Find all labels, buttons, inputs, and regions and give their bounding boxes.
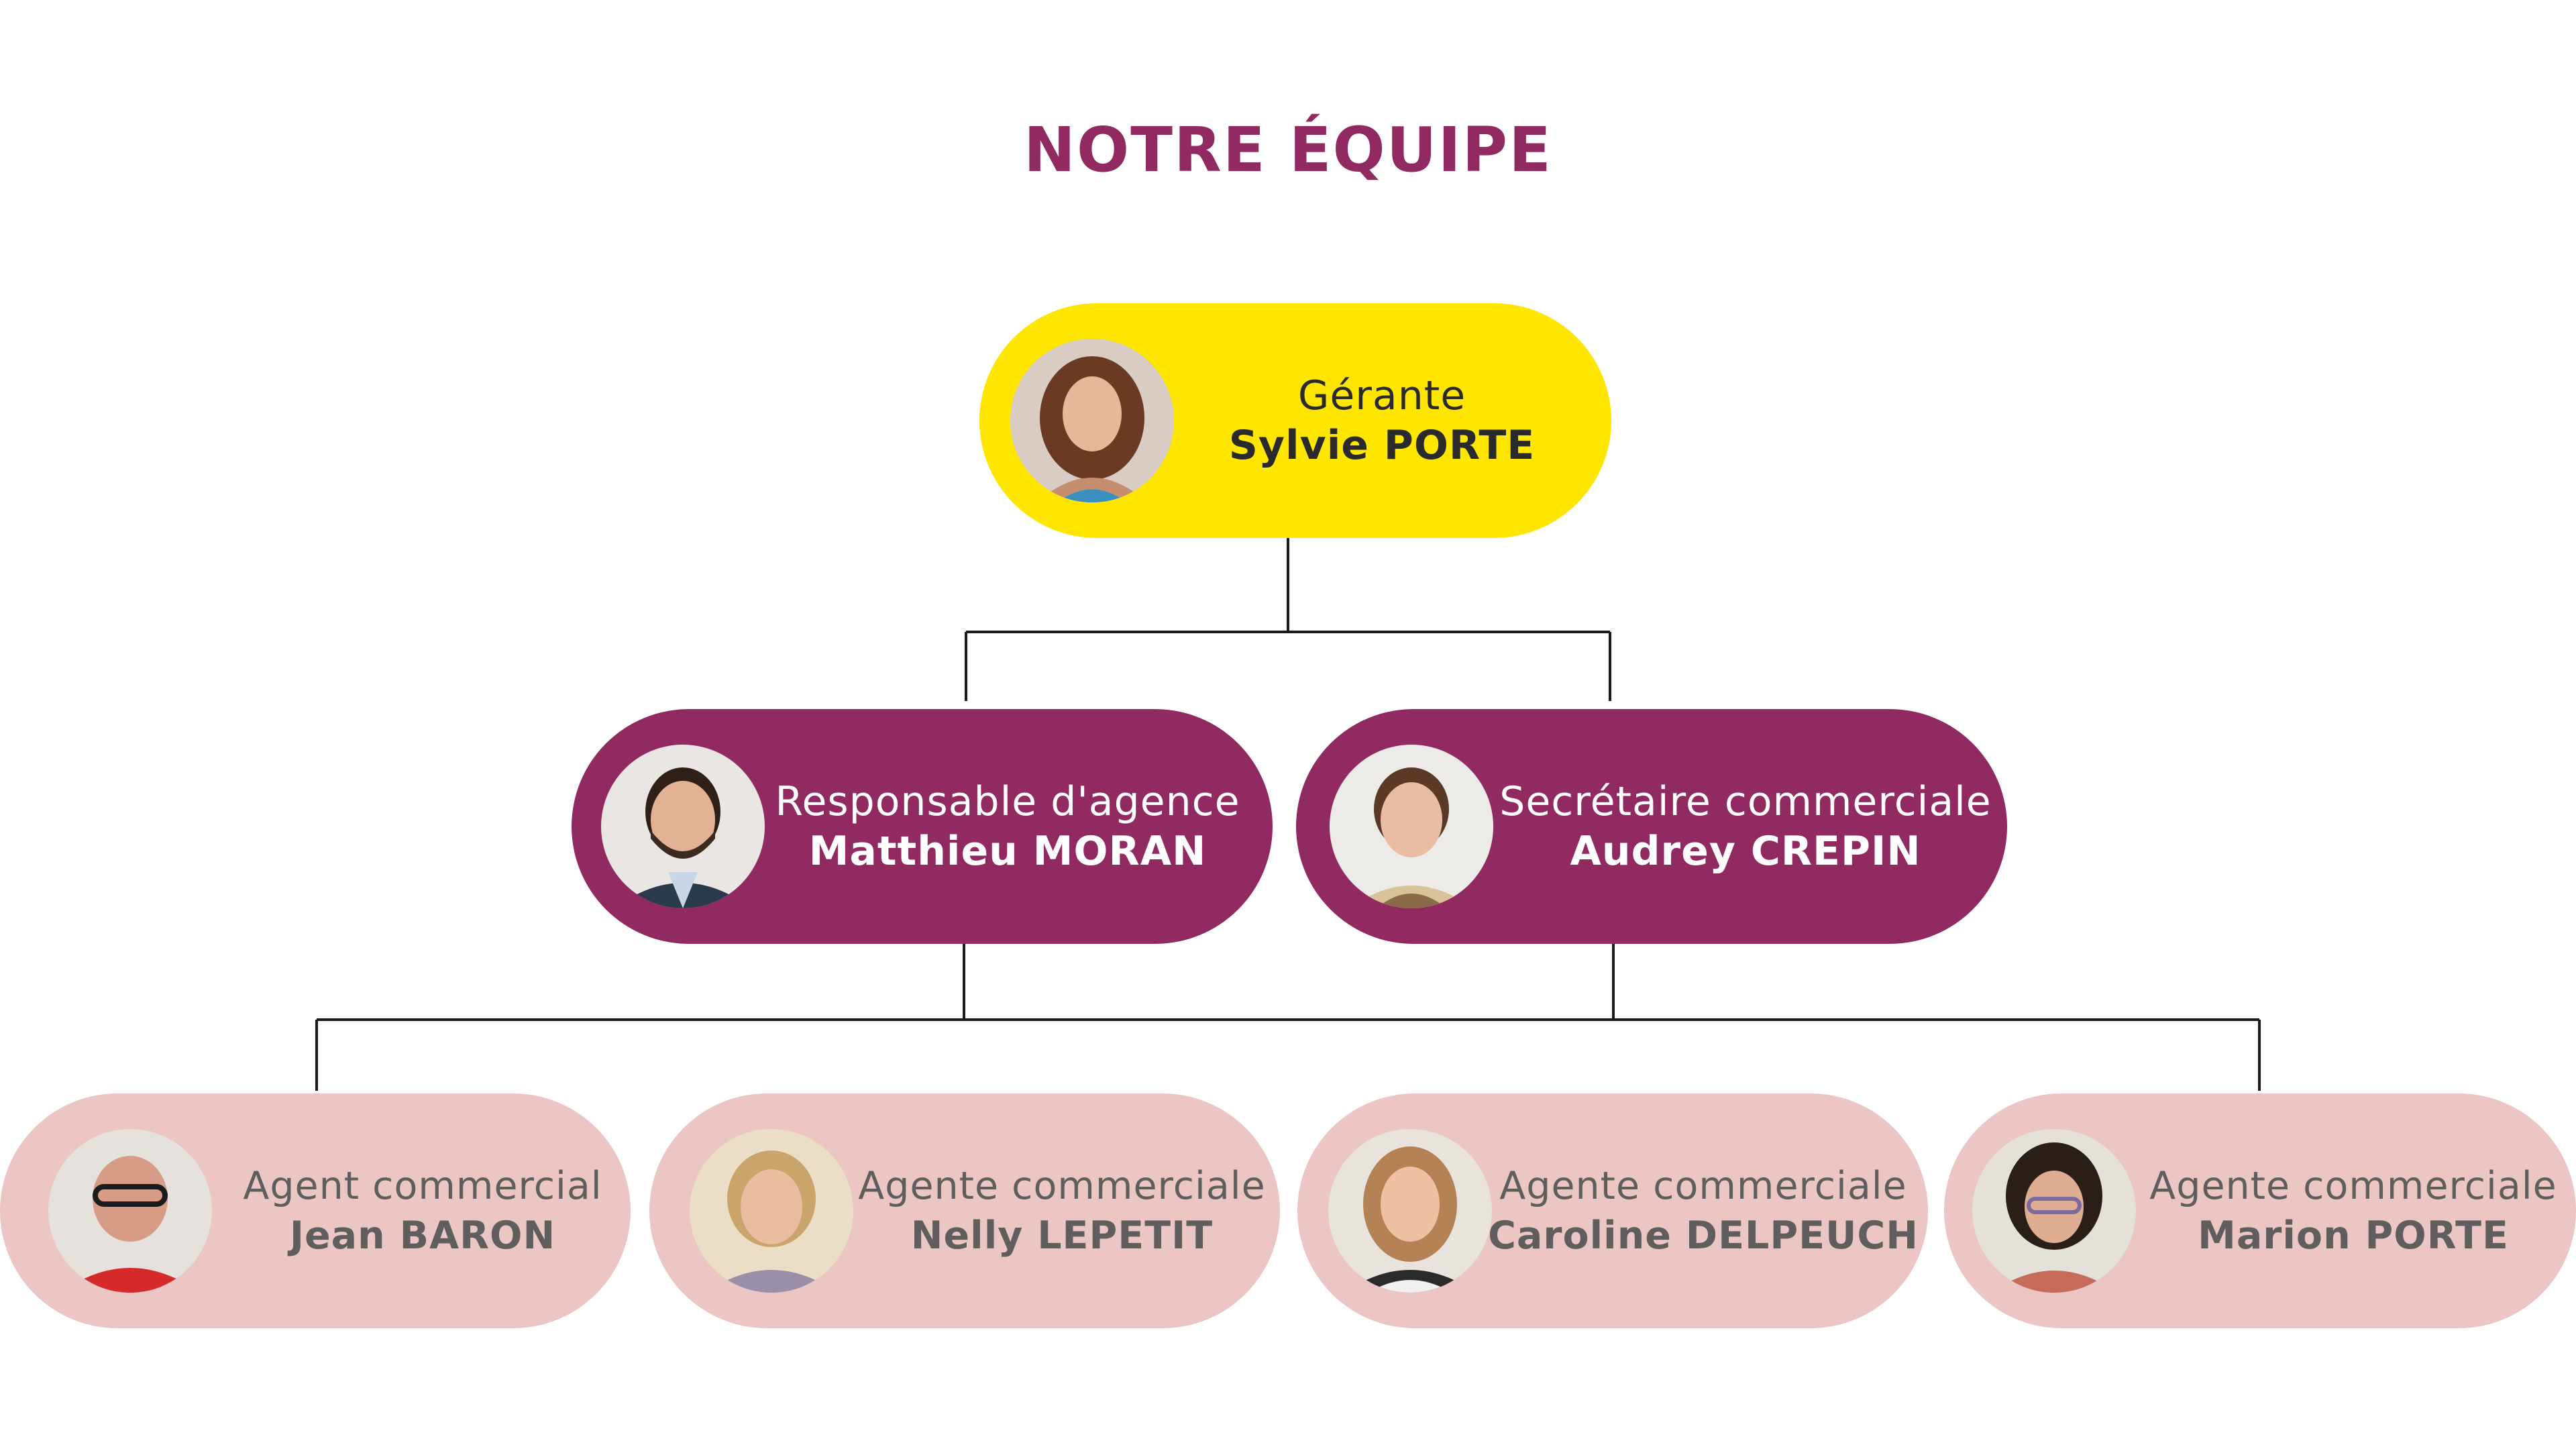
avatar-agent-2 <box>690 1129 853 1293</box>
node-gerante: Gérante Sylvie PORTE <box>979 303 1611 538</box>
gerante-name: Sylvie PORTE <box>1228 422 1536 469</box>
agent-2-name: Nelly LEPETIT <box>910 1214 1214 1258</box>
secretaire-name: Audrey CREPIN <box>1570 828 1921 875</box>
node-agent-2: Agente commerciale Nelly LEPETIT <box>649 1093 1280 1328</box>
avatar-secretaire-commerciale <box>1330 745 1493 908</box>
node-agent-3: Agente commerciale Caroline DELPEUCH <box>1297 1093 1928 1328</box>
agent-2-role: Agente commerciale <box>858 1164 1266 1208</box>
avatar-agent-3 <box>1328 1129 1492 1293</box>
node-responsable-agence: Responsable d'agence Matthieu MORAN <box>572 709 1273 944</box>
responsable-role: Responsable d'agence <box>775 778 1240 825</box>
node-secretaire-commerciale: Secrétaire commerciale Audrey CREPIN <box>1296 709 2007 944</box>
agent-4-name: Marion PORTE <box>2198 1214 2509 1258</box>
responsable-name: Matthieu MORAN <box>808 828 1207 875</box>
avatar-responsable-agence <box>601 745 765 908</box>
gerante-role: Gérante <box>1297 372 1466 419</box>
node-agent-4: Agente commerciale Marion PORTE <box>1944 1093 2576 1328</box>
agent-4-role: Agente commerciale <box>2149 1164 2557 1208</box>
avatar-agent-1 <box>48 1129 212 1293</box>
avatar-gerante <box>1010 339 1174 502</box>
agent-1-role: Agent commercial <box>243 1164 602 1208</box>
secretaire-role: Secrétaire commerciale <box>1499 778 1992 825</box>
agent-1-name: Jean BARON <box>289 1214 556 1258</box>
node-agent-1: Agent commercial Jean BARON <box>0 1093 631 1328</box>
agent-3-name: Caroline DELPEUCH <box>1488 1214 1919 1258</box>
avatar-agent-4 <box>1972 1129 2136 1293</box>
page-title: NOTRE ÉQUIPE <box>1024 114 1552 186</box>
agent-3-role: Agente commerciale <box>1499 1164 1907 1208</box>
